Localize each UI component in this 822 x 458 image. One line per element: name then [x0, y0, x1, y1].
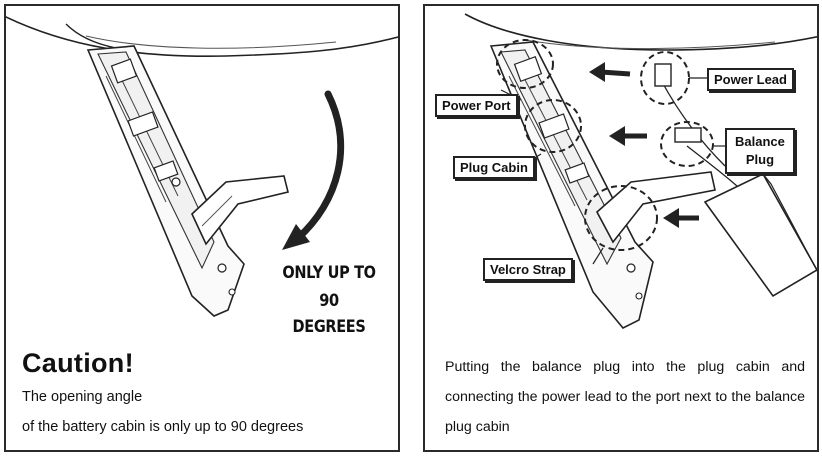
installation-panel: Power Port Plug Cabin Velcro Strap Power…	[423, 4, 819, 452]
balance-plug-label: Balance Plug	[725, 128, 795, 174]
balance-plug-label-line1: Balance	[735, 134, 785, 149]
velcro-strap-label: Velcro Strap	[483, 258, 573, 281]
installation-description: Putting the balance plug into the plug c…	[445, 359, 805, 435]
battery-cabin-illustration	[6, 16, 398, 317]
plug-cabin-label: Plug Cabin	[453, 156, 535, 179]
power-lead-label: Power Lead	[707, 68, 794, 91]
power-port-label: Power Port	[435, 94, 518, 117]
angle-note-line2: 90 DEGREES	[292, 291, 366, 336]
caution-title: Caution!	[22, 348, 134, 378]
caution-text-line2: of the battery cabin is only up to 90 de…	[22, 419, 304, 435]
plug-installation-illustration	[464, 13, 817, 329]
caution-panel: ONLY UP TO 90 DEGREES Caution! The openi…	[4, 4, 400, 452]
caution-text-line1: The opening angle	[22, 389, 143, 405]
angle-note-line1: ONLY UP TO	[282, 263, 376, 282]
balance-plug-label-line2: Plug	[745, 152, 775, 167]
